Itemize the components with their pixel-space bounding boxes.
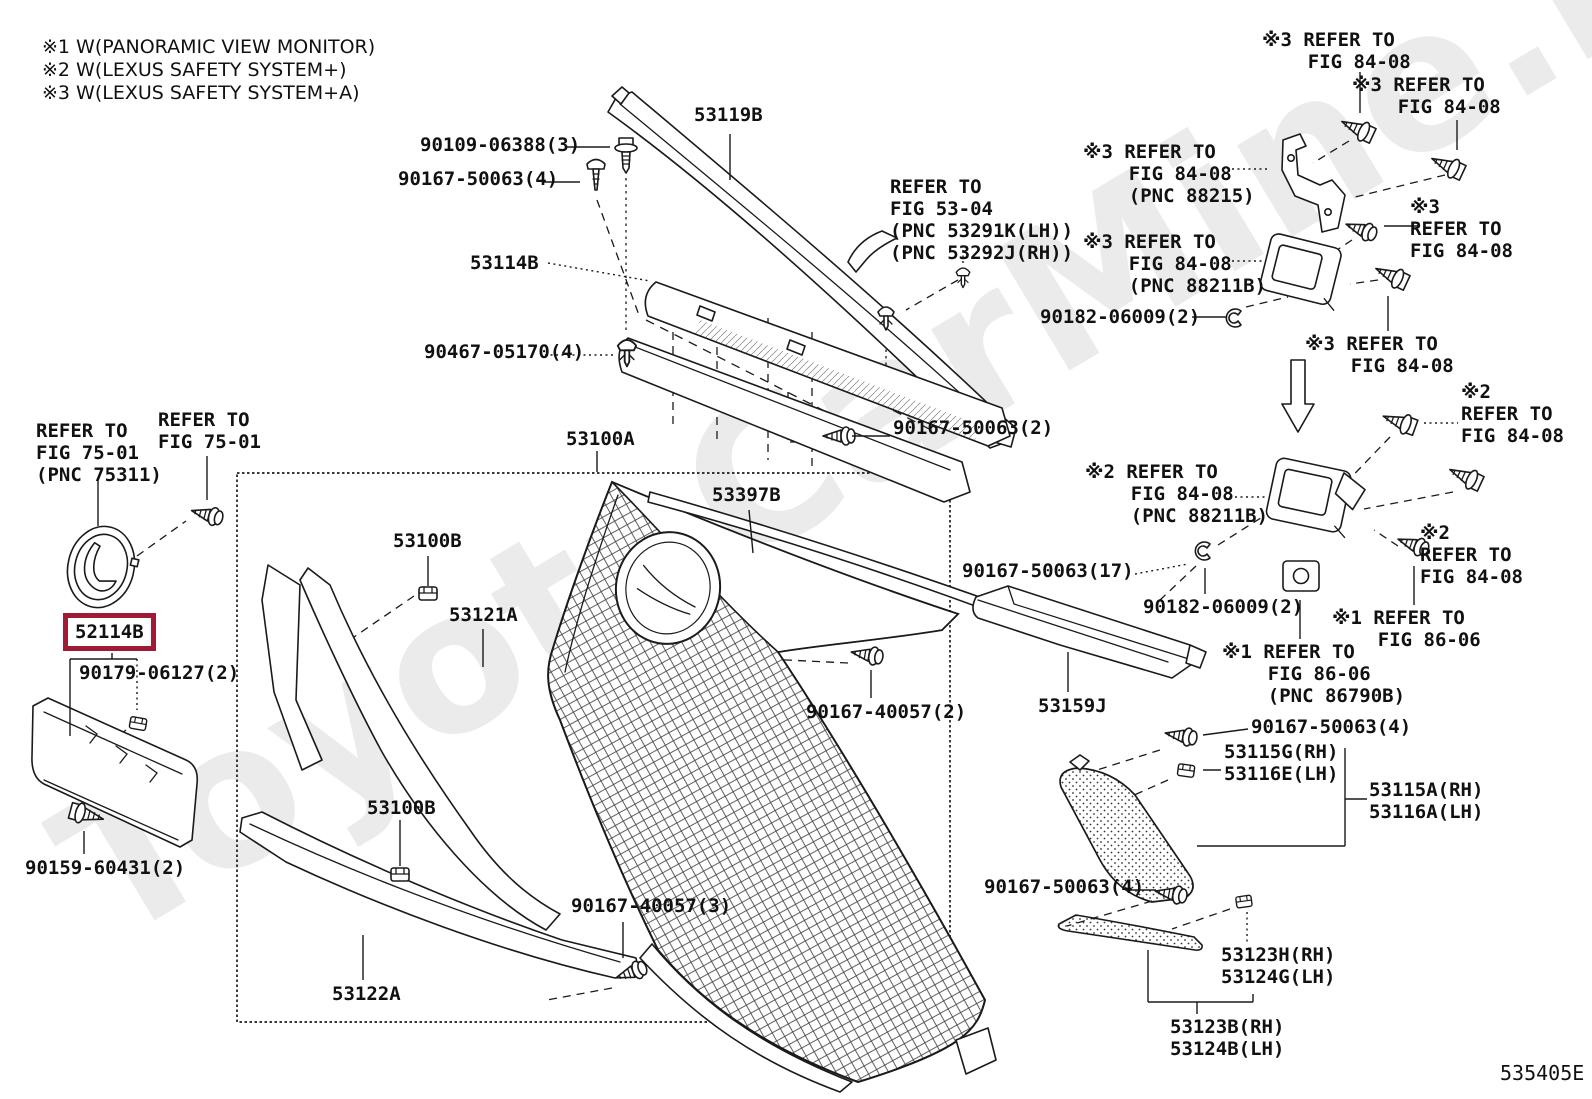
label-ref-fig84-08-right1: ※3 REFER TO FIG 84-08 xyxy=(1352,74,1501,118)
label-53123b-53124b: 53123B(RH) 53124B(LH) xyxy=(1170,1016,1285,1060)
part-53114b-support xyxy=(618,281,1011,503)
clip-cowl-side xyxy=(955,267,971,289)
screw-90167-50063-4 xyxy=(586,158,606,191)
clip-53100b-lower xyxy=(390,867,410,882)
bolt-fig84-08-d xyxy=(1370,258,1412,293)
part-53115a-fog-cover xyxy=(1059,754,1194,903)
label-53123h-53124g: 53123H(RH) 53124G(LH) xyxy=(1221,944,1336,988)
bolt-emblem xyxy=(188,501,226,529)
label-ref-fig84-08-88215: ※3 REFER TO FIG 84-08 (PNC 88215) xyxy=(1083,141,1255,207)
legend-line-2: ※2 W(LEXUS SAFETY SYSTEM+) xyxy=(42,59,347,81)
label-53121a: 53121A xyxy=(449,604,518,626)
clip-90179 xyxy=(128,715,148,732)
label-doc-number: 535405E xyxy=(1500,1061,1585,1085)
label-ref-fig75-01-b: REFER TO FIG 75-01 xyxy=(158,409,261,453)
label-ref-fig86-06-b: ※1 REFER TO FIG 86-06 (PNC 86790B) xyxy=(1222,641,1406,707)
bolt-fig84-08-f xyxy=(1444,459,1486,494)
label-ref-fig75-01-a: REFER TO FIG 75-01 (PNC 75311) xyxy=(36,420,162,486)
bolt-fig84-08-b xyxy=(1426,148,1468,183)
part-88211b-sensor-lower xyxy=(1265,457,1366,539)
label-90167-50063-4c: 90167-50063(4) xyxy=(984,876,1145,898)
label-90167-50063-2: 90167-50063(2) xyxy=(893,417,1054,439)
part-53121a-molding xyxy=(261,564,561,931)
label-90109-06388-3: 90109-06388(3) xyxy=(420,134,581,156)
part-53159j-reinforcement xyxy=(972,585,1207,679)
label-ref-fig84-08-88211b-2: ※2 REFER TO FIG 84-08 (PNC 88211B) xyxy=(1085,461,1269,527)
label-53115a-53116a: 53115A(RH) 53116A(LH) xyxy=(1369,779,1484,823)
part-88215-bracket xyxy=(1281,133,1346,233)
label-53100b-lower: 53100B xyxy=(367,797,436,819)
label-90182-06009-a: 90182-06009(2) xyxy=(1040,306,1201,328)
label-53159j: 53159J xyxy=(1038,695,1107,717)
label-ref-fig84-08-right3: ※2 REFER TO FIG 84-08 xyxy=(1461,381,1564,447)
label-90167-50063-4b: 90167-50063(4) xyxy=(1251,716,1412,738)
assembly-box xyxy=(236,472,951,1023)
label-53100a: 53100A xyxy=(566,428,635,450)
dotted-leaders xyxy=(136,168,1458,944)
legend-line-1: ※1 W(PANORAMIC VIEW MONITOR) xyxy=(42,36,376,58)
label-90167-50063-17: 90167-50063(17) xyxy=(962,560,1134,582)
label-90467-05170-4: 90467-05170(4) xyxy=(424,341,585,363)
label-90167-40057-3: 90167-40057(3) xyxy=(571,895,732,917)
label-53119b: 53119B xyxy=(694,104,763,126)
clip-53115g xyxy=(1176,762,1196,779)
part-53123b-garnish xyxy=(1057,914,1203,951)
label-53122a: 53122A xyxy=(332,983,401,1005)
screw-fig84-08-c xyxy=(1342,214,1380,245)
direction-arrow xyxy=(1281,359,1315,433)
label-53115g-53116e: 53115G(RH) 53116E(LH) xyxy=(1224,741,1339,785)
label-ref-fig84-08-top: ※3 REFER TO FIG 84-08 xyxy=(1262,29,1411,73)
label-ref-fig84-08-right2: ※3 REFER TO FIG 84-08 xyxy=(1410,196,1513,262)
label-90179-06127-2: 90179-06127(2) xyxy=(79,662,240,684)
part-license-bracket xyxy=(31,697,199,848)
label-ref-fig86-06-a: ※1 REFER TO FIG 86-06 xyxy=(1332,607,1481,651)
label-53397b: 53397B xyxy=(712,484,781,506)
bolt-fig84-08-e xyxy=(1378,405,1420,438)
bolt-90109-06388 xyxy=(614,137,638,174)
label-ref-fig53-04: REFER TO FIG 53-04 (PNC 53291K(LH)) (PNC… xyxy=(890,176,1074,264)
label-90182-06009-b: 90182-06009(2) xyxy=(1143,596,1304,618)
label-53100b-upper: 53100B xyxy=(393,530,462,552)
clip-53123h xyxy=(1234,894,1253,909)
label-53114b: 53114B xyxy=(470,252,539,274)
part-86790b-sensor xyxy=(1282,560,1320,592)
leader-lines xyxy=(69,72,1458,1014)
clip-53100b-upper xyxy=(418,586,438,601)
label-90167-40057-2: 90167-40057(2) xyxy=(806,701,967,723)
grommet-90182-a xyxy=(1225,308,1242,328)
label-ref-fig84-08-88211b-1: ※3 REFER TO FIG 84-08 (PNC 88211B) xyxy=(1083,231,1267,297)
label-ref-fig84-08-mid: ※3 REFER TO FIG 84-08 xyxy=(1305,333,1454,377)
legend: ※1 W(PANORAMIC VIEW MONITOR)※2 W(LEXUS S… xyxy=(42,36,375,105)
label-90167-50063-4a: 90167-50063(4) xyxy=(398,168,559,190)
part-53397b-grille xyxy=(547,480,1009,1093)
screw-90167-50063-4b xyxy=(1162,723,1200,749)
label-ref-fig84-08-right4: ※2 REFER TO FIG 84-08 xyxy=(1420,522,1523,588)
screw-90167-40057-2 xyxy=(848,642,886,668)
label-52114b: 52114B xyxy=(63,613,156,651)
label-90159-60431-2: 90159-60431(2) xyxy=(25,857,186,879)
part-emblem xyxy=(66,525,140,609)
part-88211b-sensor-upper xyxy=(1259,233,1342,311)
grommet-90182-b xyxy=(1194,541,1211,561)
legend-line-3: ※3 W(LEXUS SAFETY SYSTEM+A) xyxy=(42,82,360,104)
